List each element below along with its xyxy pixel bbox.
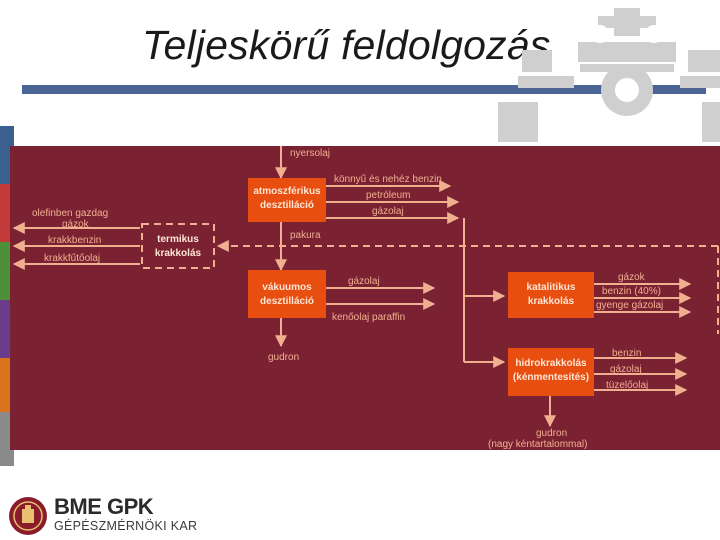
logo-subtitle: GÉPÉSZMÉRNÖKI KAR [54,519,198,533]
box-thermal-line1: termikus [157,234,199,245]
label-fuel-oil: pakura [290,230,321,241]
label-gasoil-atm: gázolaj [372,206,404,217]
label-olefin-line2: gázok [62,219,90,230]
box-catalytic-cracking [508,272,594,318]
label-kerosene: petróleum [366,190,410,201]
label-light-heavy-petrol: könnyű és nehéz benzin [334,174,442,185]
label-lube-paraffin: kenőolaj paraffin [332,312,405,323]
university-crest-icon [9,497,47,535]
box-hydrocracking [508,348,594,396]
label-olefin-line1: olefinben gazdag [32,208,108,219]
box-catalytic-line2: krakkolás [528,296,575,307]
page-title: Teljeskörű feldolgozás [142,22,551,68]
label-crack-heating-oil: krakkfűtőolaj [44,253,100,264]
label-crack-petrol: krakkbenzin [48,235,101,246]
logo-brand-text: BME GPK [54,494,154,519]
label-crude: nyersolaj [290,148,330,159]
box-catalytic-line1: katalitikus [527,282,576,293]
box-atmospheric-line1: atmoszférikus [253,186,321,197]
label-hydro-gasoil: gázolaj [610,364,642,375]
title-divider [22,85,706,94]
thermal-dashed-frame [141,223,215,269]
gear-watermark-icon [498,8,720,142]
box-vacuum-distillation [248,270,326,318]
refining-flow-diagram: atmoszférikus desztilláció termikus krak… [10,146,720,450]
label-tar-vac: gudron [268,352,299,363]
flow-diagram-canvas: atmoszférikus desztilláció termikus krak… [12,146,719,450]
box-thermal-line2: krakkolás [155,248,202,259]
box-atmospheric-line2: desztilláció [260,200,314,211]
label-cat-petrol: benzin (40%) [602,286,661,297]
box-atmospheric-distillation [248,178,326,222]
box-hydro-line2: (kénmentesítés) [513,372,589,383]
label-cat-gases: gázok [618,272,646,283]
bme-gpk-logo: BME GPK GÉPÉSZMÉRNÖKI KAR [8,494,248,540]
box-vacuum-line1: vákuumos [262,282,312,293]
box-vacuum-line2: desztilláció [260,296,314,307]
label-tar-hydro-line1: gudron [536,428,567,439]
box-hydro-line1: hidrokrakkolás [515,358,587,369]
label-tar-hydro-line2: (nagy kéntartalommal) [488,439,587,450]
label-gasoil-vac: gázolaj [348,276,380,287]
label-cat-light-gasoil: gyenge gázolaj [596,300,663,311]
label-hydro-petrol: benzin [612,348,641,359]
label-hydro-fuel-oil: tüzelőolaj [606,380,648,391]
